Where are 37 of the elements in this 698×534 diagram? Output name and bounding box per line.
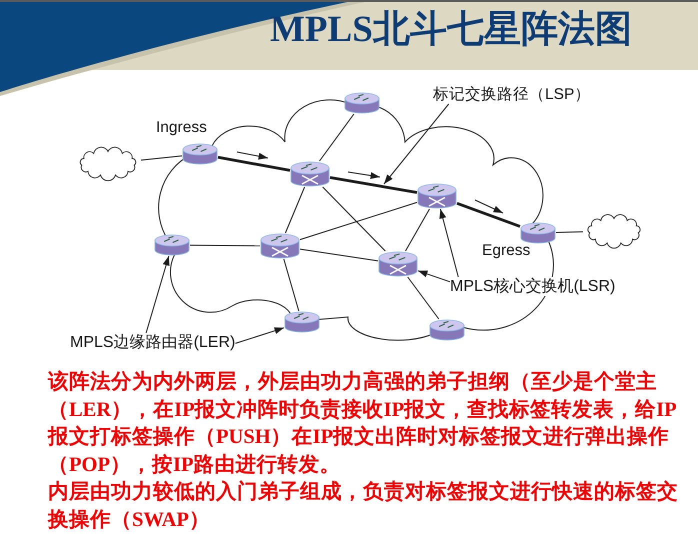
link-line bbox=[322, 186, 386, 252]
node-caption: Egress bbox=[482, 241, 530, 260]
link-line bbox=[456, 202, 520, 228]
node-caption: Ingress bbox=[156, 118, 207, 137]
description-text: 该阵法分为内外两层，外层由功力高强的弟子担纲（至少是个堂主（LER），在IP报文冲阵时负责接收IP报文，查找标签转发表，给IP报文打标签操作（PUSH）在IP报文出阵时对标签报文进行弹出操作（POP），按IP路由进行转发。 bbox=[48, 369, 678, 478]
router-icon bbox=[429, 319, 465, 341]
leader-arrow bbox=[418, 270, 450, 282]
link-line bbox=[140, 155, 182, 161]
link-line bbox=[284, 186, 306, 234]
leader-arrow bbox=[439, 208, 459, 278]
callout-label: 标记交换路径（LSP） bbox=[433, 85, 590, 104]
link-line bbox=[190, 244, 260, 246]
router-icon bbox=[284, 311, 320, 333]
router-icon bbox=[260, 233, 300, 259]
link-line bbox=[300, 202, 418, 240]
leader-arrow bbox=[384, 104, 450, 184]
router-icon bbox=[182, 143, 218, 165]
router-icon bbox=[378, 251, 418, 277]
callout-label: MPLS核心交换机(LSR) bbox=[450, 277, 616, 296]
router-icon bbox=[154, 234, 190, 256]
title: MPLS北斗七星阵法图 bbox=[270, 8, 632, 52]
leader-arrow bbox=[234, 327, 284, 344]
callout-label: MPLS边缘路由器(LER) bbox=[70, 333, 236, 352]
router-icon bbox=[290, 161, 330, 187]
link-line bbox=[405, 208, 430, 252]
link-line bbox=[330, 176, 418, 194]
description-text: 内层由功力较低的入门弟子组成，负责对标签报文进行快速的标签交换操作（SWAP） bbox=[48, 479, 679, 532]
router-icon bbox=[520, 222, 556, 244]
router-icon bbox=[344, 92, 380, 114]
link-line bbox=[218, 156, 290, 172]
link-line bbox=[556, 231, 584, 233]
router-icon bbox=[417, 183, 457, 209]
link-line bbox=[283, 258, 300, 312]
link-line bbox=[319, 114, 354, 162]
link-line bbox=[300, 248, 378, 262]
link-line bbox=[407, 276, 440, 320]
leader-arrow bbox=[146, 256, 170, 334]
